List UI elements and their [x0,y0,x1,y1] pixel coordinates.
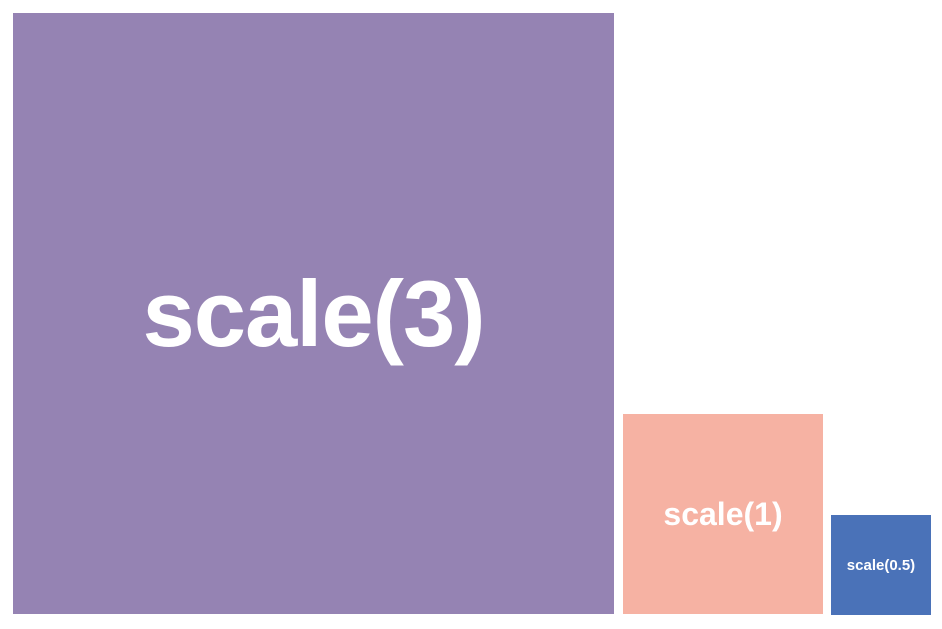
scale-1-label: scale(1) [663,495,783,532]
scale-3-box: scale(3) [13,13,614,614]
scale-3-label: scale(3) [142,260,485,366]
scale-1-box: scale(1) [623,414,823,614]
scale-0-5-label: scale(0.5) [846,556,916,574]
scale-0-5-box: scale(0.5) [831,515,931,615]
